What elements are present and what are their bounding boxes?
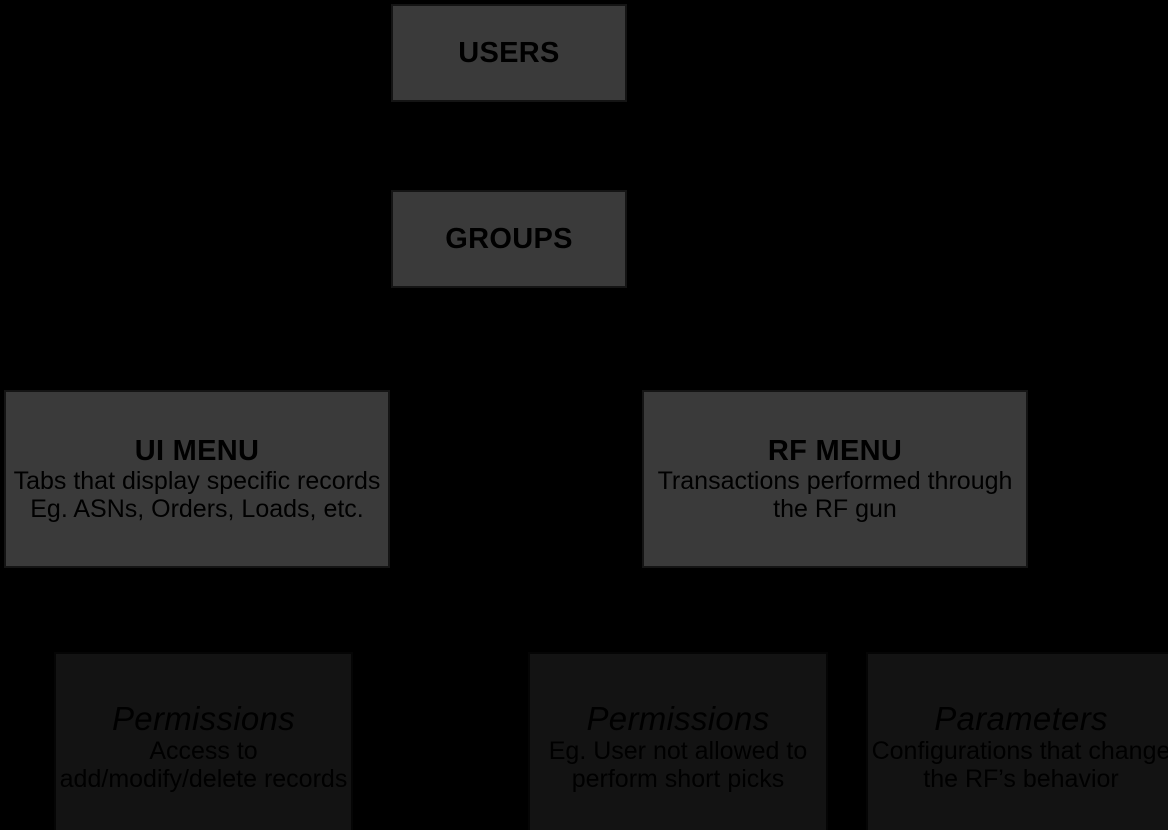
node-ui-permissions-description: Access to add/modify/delete records	[59, 737, 348, 794]
connector-bus-to-ui-menu	[196, 340, 199, 390]
node-rf-parameters[interactable]: Parameters Configurations that change th…	[866, 652, 1168, 830]
connector-users-to-groups	[508, 102, 511, 190]
node-rf-permissions-title: Permissions	[586, 699, 770, 737]
connector-rf-menu-bus	[676, 610, 1022, 613]
node-groups-title: GROUPS	[445, 222, 573, 255]
node-ui-menu[interactable]: UI MENU Tabs that display specific recor…	[4, 390, 390, 568]
node-rf-parameters-title: Parameters	[934, 699, 1108, 737]
connector-rf-menu-stem	[833, 568, 836, 610]
connector-groups-bus	[196, 340, 835, 343]
node-ui-menu-description: Tabs that display specific records Eg. A…	[13, 467, 381, 524]
node-rf-menu-title: RF MENU	[767, 434, 903, 467]
connector-ui-menu-to-permissions	[196, 568, 199, 652]
node-users[interactable]: USERS	[391, 4, 627, 102]
node-rf-permissions-description: Eg. User not allowed to perform short pi…	[548, 737, 808, 794]
node-ui-menu-title: UI MENU	[134, 434, 260, 467]
node-ui-permissions-title: Permissions	[111, 699, 295, 737]
node-rf-menu-description: Transactions performed through the RF gu…	[657, 467, 1013, 524]
node-rf-parameters-description: Configurations that change the RF’s beha…	[871, 737, 1168, 794]
node-rf-menu[interactable]: RF MENU Transactions performed through t…	[642, 390, 1028, 568]
node-rf-permissions[interactable]: Permissions Eg. User not allowed to perf…	[528, 652, 828, 830]
node-groups[interactable]: GROUPS	[391, 190, 627, 288]
connector-bus-to-rf-permissions	[676, 610, 679, 652]
node-users-title: USERS	[458, 36, 560, 69]
connector-groups-stem	[508, 288, 511, 340]
connector-bus-to-rf-parameters	[1019, 610, 1022, 652]
connector-bus-to-rf-menu	[833, 340, 836, 390]
node-ui-permissions[interactable]: Permissions Access to add/modify/delete …	[54, 652, 353, 830]
